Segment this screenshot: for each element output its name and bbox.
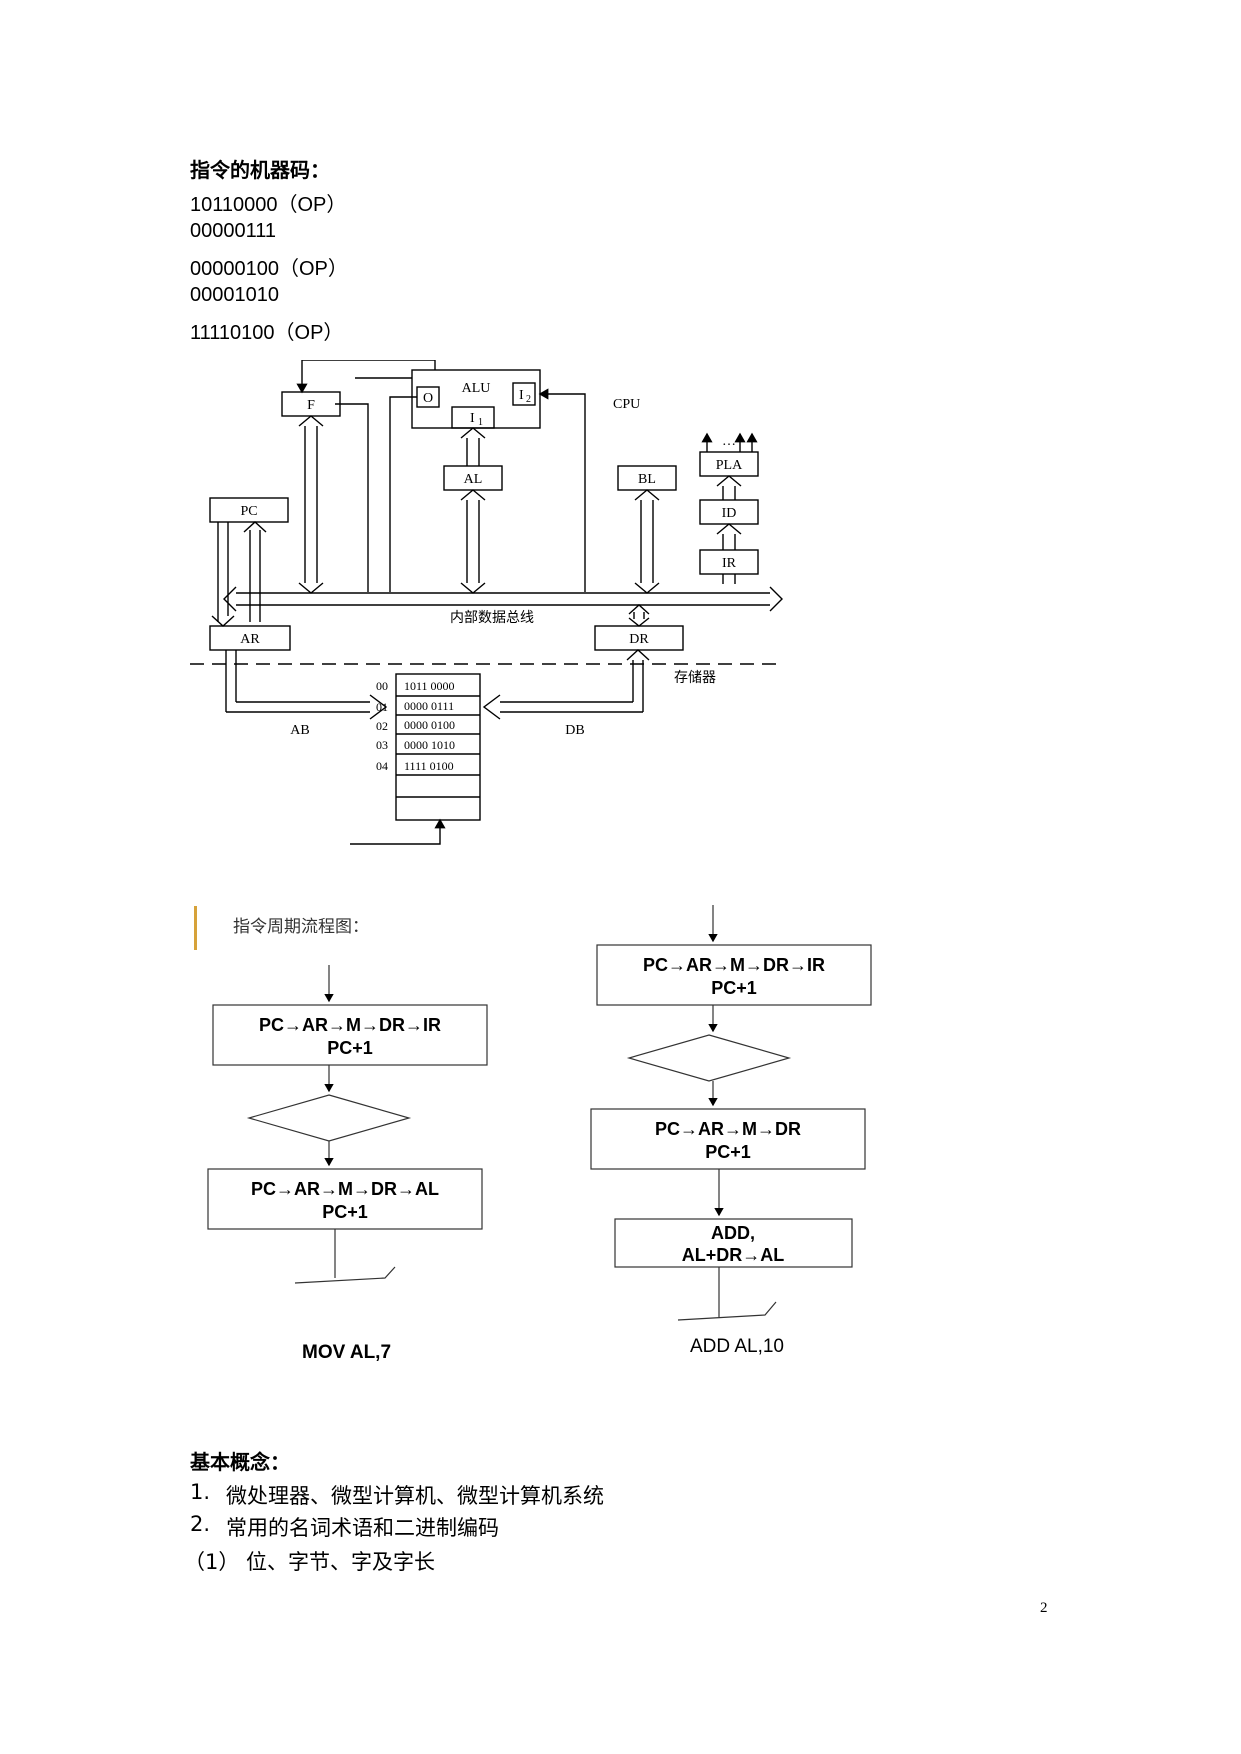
list-number: 1. xyxy=(190,1480,211,1504)
db-label: DB xyxy=(565,723,584,738)
i2-label: I xyxy=(519,388,524,403)
basic-concepts-heading: 基本概念： xyxy=(190,1450,290,1474)
page-number: 2 xyxy=(1040,1600,1048,1616)
list-item: 微处理器、微型计算机、微型计算机系统 xyxy=(226,1484,604,1508)
i2-subscript: 2 xyxy=(526,394,531,405)
mov-caption: MOV AL,7 xyxy=(302,1342,392,1363)
alu-label: ALU xyxy=(462,381,491,396)
memory-label: 存储器 xyxy=(674,670,716,686)
operand-box xyxy=(590,1108,866,1170)
list-number: 2. xyxy=(190,1512,211,1536)
flow-step-text: PC+1 xyxy=(705,1142,751,1162)
add-box xyxy=(614,1218,853,1268)
id-label: ID xyxy=(722,506,737,521)
pc-register xyxy=(209,497,289,523)
memory-value: 1011 0000 xyxy=(404,679,455,693)
machine-code-line: 00000100（OP） xyxy=(190,258,348,280)
ellipsis-label: … xyxy=(722,434,736,449)
machine-code-line: 00000111 xyxy=(190,220,277,242)
f-label: F xyxy=(307,398,315,413)
machine-code-line: 10110000（OP） xyxy=(190,194,347,216)
list-item: 常用的名词术语和二进制编码 xyxy=(226,1516,499,1540)
flow-step-text: PC→AR→M→DR→IR xyxy=(643,955,825,975)
pc-label: PC xyxy=(240,504,257,519)
flow-step-text: PC→AR→M→DR→IR xyxy=(259,1015,441,1035)
mov-flowchart: PC→AR→M→DR→IR PC+1 PC→AR→M→DR→AL PC+1 xyxy=(207,965,488,1284)
flow-step-text: PC→AR→M→DR xyxy=(655,1119,801,1139)
fetch-box xyxy=(212,1004,488,1066)
add-caption: ADD AL,10 xyxy=(690,1336,784,1357)
fetch-box xyxy=(596,944,872,1006)
memory-address: 04 xyxy=(376,759,388,773)
ir-register xyxy=(699,549,759,575)
memory-value: 0000 1010 xyxy=(404,738,455,752)
add-flowchart: PC→AR→M→DR→IR PC+1 PC→AR→M→DR PC+1 ADD, … xyxy=(590,905,872,1321)
load-box xyxy=(207,1168,483,1230)
machine-code-heading: 指令的机器码： xyxy=(190,158,330,182)
bl-label: BL xyxy=(638,472,656,487)
bus-label: 内部数据总线 xyxy=(450,610,534,626)
flow-step-text: PC+1 xyxy=(711,978,757,998)
i1-subscript: 1 xyxy=(478,417,483,428)
ar-label: AR xyxy=(240,632,260,647)
flow-chart-title: 指令周期流程图： xyxy=(233,917,369,937)
cpu-architecture-diagram: F O ALU I 1 I 2 AL BL CPU … PLA ID IR PC… xyxy=(190,360,783,845)
cpu-label: CPU xyxy=(613,397,640,412)
memory-address: 03 xyxy=(376,738,388,752)
sub-list-item: （1） 位、字节、字及字长 xyxy=(184,1550,436,1574)
al-label: AL xyxy=(464,472,483,487)
machine-code-line: 00001010 xyxy=(190,284,279,306)
dr-label: DR xyxy=(629,632,649,647)
alu-i2-port xyxy=(512,382,536,406)
memory-address: 02 xyxy=(376,719,388,733)
flow-step-text: PC+1 xyxy=(322,1202,368,1222)
memory-value: 0000 0111 xyxy=(404,699,454,713)
pla-label: PLA xyxy=(716,458,743,473)
flow-step-text: PC+1 xyxy=(327,1038,373,1058)
o-label: O xyxy=(423,391,433,406)
memory-address: 00 xyxy=(376,679,388,693)
flow-step-text: AL+DR→AL xyxy=(682,1245,785,1265)
ar-register xyxy=(209,625,291,651)
flow-step-text: ADD, xyxy=(711,1223,755,1243)
ab-label: AB xyxy=(290,723,309,738)
memory-address: 01 xyxy=(376,700,388,714)
ir-label: IR xyxy=(722,556,737,571)
memory-value: 1111 0100 xyxy=(404,759,454,773)
memory-value: 0000 0100 xyxy=(404,718,455,732)
i1-label: I xyxy=(470,411,475,426)
decision-diamond xyxy=(626,1034,792,1082)
machine-code-line: 11110100（OP） xyxy=(190,322,344,344)
title-accent-bar xyxy=(194,906,197,950)
decision-diamond xyxy=(246,1094,412,1142)
flow-step-text: PC→AR→M→DR→AL xyxy=(251,1179,439,1199)
